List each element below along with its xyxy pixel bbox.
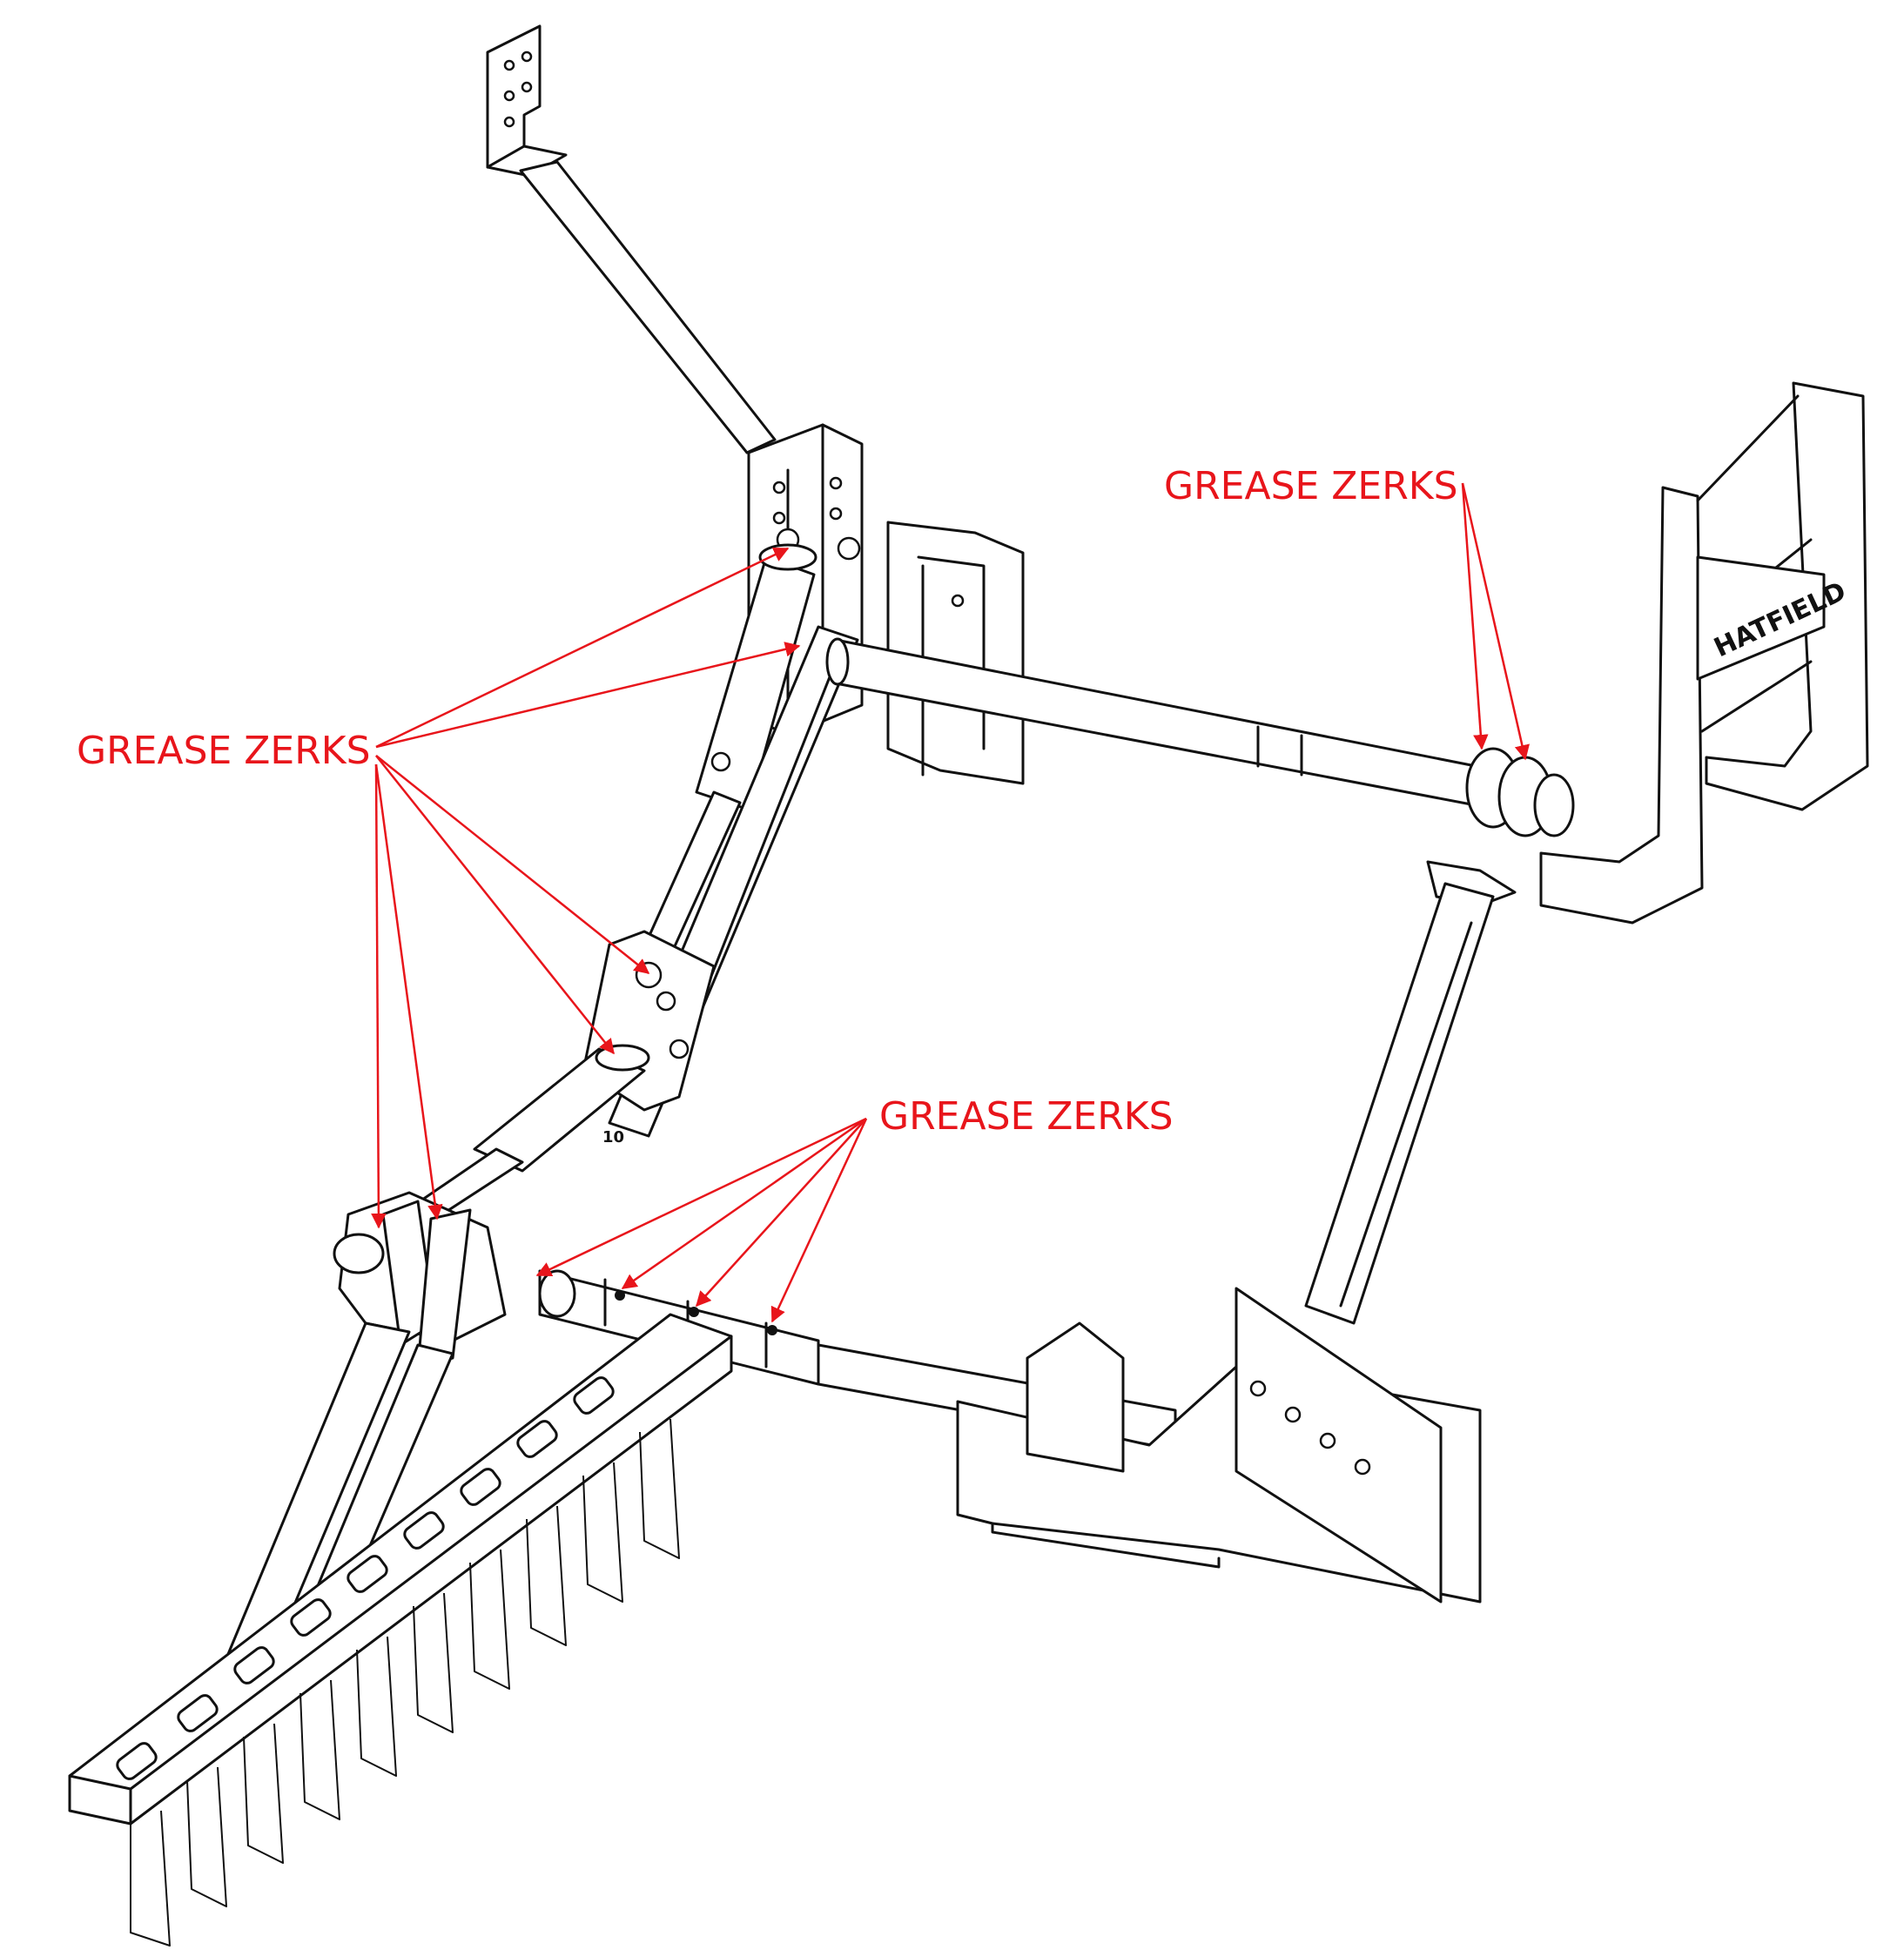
right-pivot-collars [1426,747,1575,907]
callout-center-label: GREASE ZERKS [879,1094,1174,1139]
upper-hydraulic-cylinder [634,543,817,977]
tooth-clamps [116,1376,615,1780]
tooth-bar [68,1313,733,1947]
callout-center: GREASE ZERKS [535,1094,1174,1323]
left-pivot-hub [333,1191,507,1368]
lower-hydraulic-cylinder: 10 [412,1044,650,1220]
right-frame-leg [1304,882,1495,1325]
machine-drawing: 10 [68,24,1869,1947]
callout-left: GREASE ZERKS [77,547,801,1229]
top-mount-bracket [486,24,568,178]
rake-tines [130,1418,680,1947]
callout-left-label: GREASE ZERKS [77,729,371,773]
svg-text:10: 10 [602,1128,624,1146]
callout-right: GREASE ZERKS [1164,464,1530,761]
support-strut [519,160,777,454]
right-gauge-shoe [956,1287,1482,1604]
callout-right-label: GREASE ZERKS [1164,464,1458,508]
